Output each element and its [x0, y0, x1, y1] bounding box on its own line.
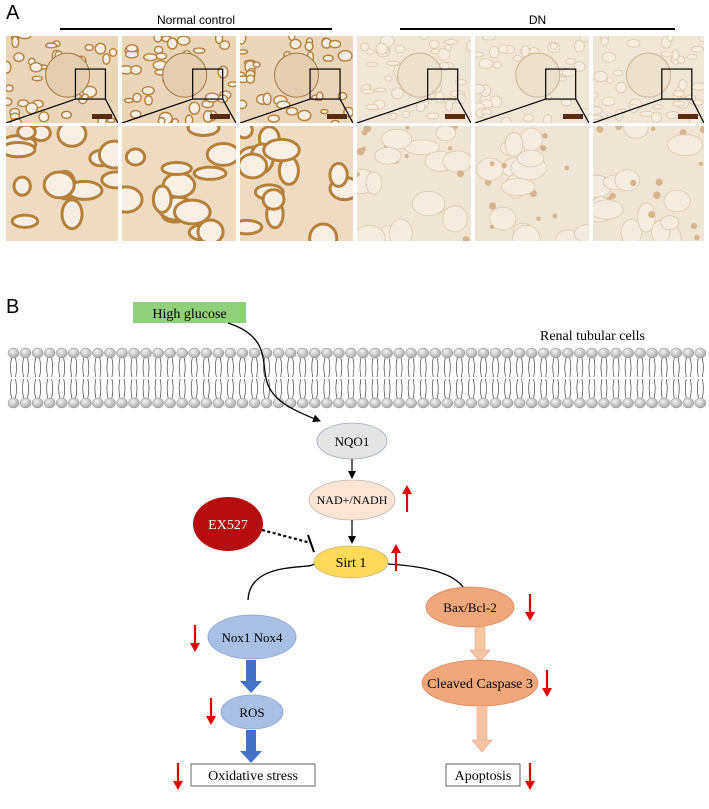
dn-overview-tile-3: [593, 36, 704, 123]
normal-control-zoom-tile-1: [6, 126, 118, 241]
zoom-region-box: [74, 68, 107, 100]
sirt1-left-branch: [247, 563, 315, 601]
zoom-region-box: [427, 68, 459, 100]
normal-control-zoom-tile-3: [240, 126, 353, 241]
apoptosis-box: [445, 763, 521, 787]
scale-bar: [327, 114, 347, 119]
bax-to-caspase-head: [469, 649, 491, 663]
normal-control-overview-tile-1: [6, 36, 118, 123]
apoptosis-down-arrow: [525, 763, 535, 790]
ros-node: [220, 694, 284, 730]
nox-node: [207, 614, 297, 660]
high-glucose-box: [133, 302, 246, 323]
oxidative-stress-label: Oxidative stress: [208, 769, 298, 784]
bax-to-caspase-shaft: [474, 626, 486, 652]
dn-overview-tile-1: [357, 36, 471, 123]
dn-zoom-tile-2: [475, 126, 589, 241]
nox-label: Nox1 Nox4: [221, 630, 283, 645]
bax-bcl2-label: Bax/Bcl-2: [443, 600, 496, 615]
panel-b-letter: B: [6, 296, 19, 318]
sirt1-up-arrow: [391, 544, 401, 571]
zoom-region-box: [545, 68, 577, 100]
ex527-inhibition-bar: [307, 534, 315, 553]
group-label-dn: DN: [528, 13, 547, 27]
caspase-down-arrow: [542, 670, 552, 697]
scale-bar: [445, 114, 465, 119]
glucose-to-nqo1-arrow: [227, 322, 321, 423]
scale-bar: [210, 114, 230, 119]
nad-nadh-label: NAD+/NADH: [317, 493, 388, 507]
sirt1-label: Sirt 1: [336, 556, 367, 571]
oxidative-down-arrow: [173, 763, 183, 790]
group-underline-normal-control: [60, 28, 332, 30]
scale-bar: [563, 114, 583, 119]
nad-up-arrow: [402, 485, 412, 512]
ros-label: ROS: [239, 705, 264, 720]
caspase3-label: Cleaved Caspase 3: [427, 677, 533, 692]
ros-down-arrow: [206, 698, 216, 725]
renal-tubular-cells-label: Renal tubular cells: [540, 329, 645, 344]
zoom-region-box: [309, 68, 341, 100]
dn-overview-tile-2: [475, 36, 589, 123]
dn-zoom-tile-1: [357, 126, 471, 241]
group-label-normal-control: Normal control: [156, 13, 236, 27]
normal-control-overview-tile-3: [240, 36, 353, 123]
caspase-to-apoptosis-head: [471, 739, 493, 753]
group-underline-dn: [400, 28, 675, 30]
bax-down-arrow: [525, 594, 535, 621]
nox-to-ros-shaft: [246, 660, 256, 682]
nox-to-ros-head: [240, 681, 262, 693]
cell-membrane: [7, 347, 707, 409]
zoom-region-box: [192, 68, 224, 100]
ex527-inhibition-line: [261, 528, 312, 545]
sirt1-node: [313, 545, 389, 579]
apoptosis-label: Apoptosis: [455, 769, 512, 784]
nox-down-arrow: [190, 625, 200, 652]
ex527-label: EX527: [208, 518, 248, 533]
ex527-node: [193, 497, 263, 551]
zoom-region-box: [661, 68, 693, 100]
scale-bar: [678, 114, 698, 119]
panel-a-letter: A: [6, 2, 20, 24]
bax-bcl2-node: [425, 586, 515, 628]
dn-zoom-tile-3: [593, 126, 704, 241]
high-glucose-label: High glucose: [152, 307, 226, 322]
oxidative-stress-box: [190, 763, 316, 787]
ros-to-oxidative-head: [240, 751, 262, 763]
normal-control-overview-tile-2: [122, 36, 236, 123]
scale-bar: [92, 114, 112, 119]
change-indicators: [173, 485, 552, 790]
nqo1-label: NQO1: [335, 434, 370, 449]
caspase-to-apoptosis-shaft: [476, 705, 488, 742]
normal-control-zoom-tile-2: [122, 126, 236, 241]
ros-to-oxidative-shaft: [246, 730, 256, 752]
